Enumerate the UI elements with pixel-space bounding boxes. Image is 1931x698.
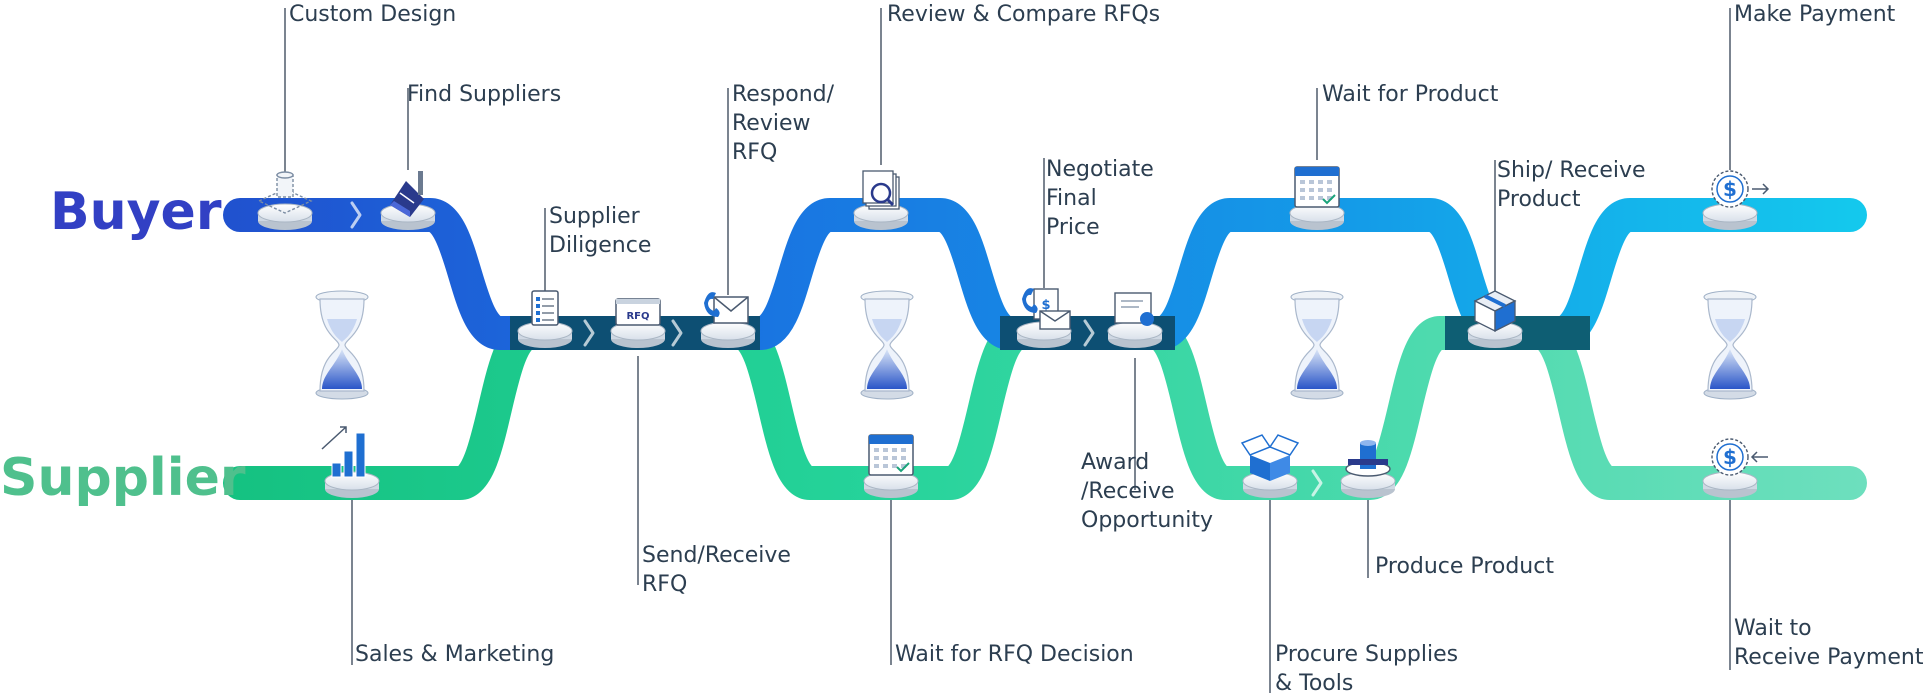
documents-icon bbox=[862, 170, 900, 210]
chevron-icon bbox=[350, 201, 362, 229]
step-node-ship-receive-product bbox=[1467, 290, 1523, 348]
step-node-wait-to-receive-payment: $ bbox=[1702, 438, 1768, 498]
step-node-procure-supplies-tools bbox=[1240, 434, 1300, 498]
phone-mail-icon bbox=[704, 292, 749, 324]
step-node-wait-for-rfq-decision bbox=[863, 434, 919, 498]
step-label-make-payment: Make Payment bbox=[1734, 2, 1896, 27]
calendar-icon bbox=[1294, 166, 1340, 208]
svg-text:$: $ bbox=[1723, 445, 1737, 469]
step-label-wait-for-rfq-decision: Wait for RFQ Decision bbox=[895, 642, 1134, 667]
step-label-send-receive-rfq: Send/Receive RFQ bbox=[642, 543, 791, 597]
step-label-ship-receive-product: Ship/ Receive Product bbox=[1497, 158, 1646, 212]
step-label-award-receive-opportunity: Award /Receive Opportunity bbox=[1081, 450, 1214, 533]
rfq-icon: RFQ bbox=[615, 298, 661, 326]
step-label-negotiate-final-price: Negotiate Final Price bbox=[1046, 157, 1154, 240]
svg-text:RFQ: RFQ bbox=[626, 311, 649, 322]
package-icon bbox=[1473, 290, 1517, 333]
phone-price-icon: $ bbox=[1022, 288, 1071, 330]
growth-chart-icon bbox=[321, 426, 366, 478]
step-label-produce-product: Produce Product bbox=[1375, 554, 1554, 579]
factory-icon bbox=[390, 171, 424, 217]
svg-text:$: $ bbox=[1041, 298, 1050, 313]
step-node-award-receive-opportunity bbox=[1107, 292, 1163, 348]
step-label-respond-review-rfq: Respond/ Review RFQ bbox=[732, 82, 835, 165]
step-label-supplier-diligence: Supplier Diligence bbox=[549, 204, 652, 258]
hourglass-icon bbox=[860, 290, 914, 400]
step-node-produce-product bbox=[1340, 440, 1396, 498]
blueprint-icon bbox=[257, 171, 313, 214]
step-node-negotiate-final-price: $ bbox=[1016, 288, 1072, 348]
step-node-find-suppliers bbox=[380, 171, 436, 230]
chevron-icon bbox=[1083, 319, 1095, 347]
step-node-make-payment: $ bbox=[1702, 170, 1770, 230]
hourglass-icon bbox=[1703, 290, 1757, 400]
step-label-procure-supplies-tools: Procure Supplies & Tools bbox=[1275, 642, 1459, 696]
step-label-review-compare-rfqs: Review & Compare RFQs bbox=[887, 2, 1161, 27]
step-label-sales-marketing: Sales & Marketing bbox=[355, 642, 555, 667]
dollar-out-icon: $ bbox=[1711, 170, 1770, 208]
step-node-sales-marketing bbox=[321, 426, 380, 498]
step-node-supplier-diligence bbox=[517, 290, 573, 348]
dollar-in-icon: $ bbox=[1711, 438, 1768, 476]
step-node-respond-review-rfq bbox=[700, 292, 756, 348]
open-box-icon bbox=[1240, 434, 1300, 481]
supplier-lane-title: Supplier bbox=[0, 448, 246, 508]
chevron-icon bbox=[1311, 469, 1323, 497]
step-node-review-compare-rfqs bbox=[853, 170, 909, 230]
machine-icon bbox=[1345, 440, 1391, 477]
chevron-icon bbox=[583, 319, 595, 347]
step-label-find-suppliers: Find Suppliers bbox=[407, 82, 562, 107]
calendar-icon bbox=[868, 434, 914, 476]
buyer-lane-title: Buyer bbox=[50, 182, 222, 242]
hourglass-icon bbox=[315, 290, 369, 400]
certificate-icon bbox=[1114, 292, 1154, 326]
step-node-wait-for-product bbox=[1289, 166, 1345, 230]
step-label-wait-for-product: Wait for Product bbox=[1322, 82, 1499, 107]
step-label-custom-design: Custom Design bbox=[289, 2, 457, 27]
svg-text:$: $ bbox=[1723, 177, 1737, 201]
step-label-wait-to-receive-payment: Wait to Receive Payment bbox=[1734, 616, 1924, 670]
chevron-icon bbox=[671, 319, 683, 347]
step-node-send-receive-rfq: RFQ bbox=[610, 298, 666, 348]
hourglass-icon bbox=[1290, 290, 1344, 400]
step-node-custom-design bbox=[257, 171, 313, 230]
supplier-track bbox=[223, 316, 1867, 500]
checklist-icon bbox=[531, 290, 559, 326]
